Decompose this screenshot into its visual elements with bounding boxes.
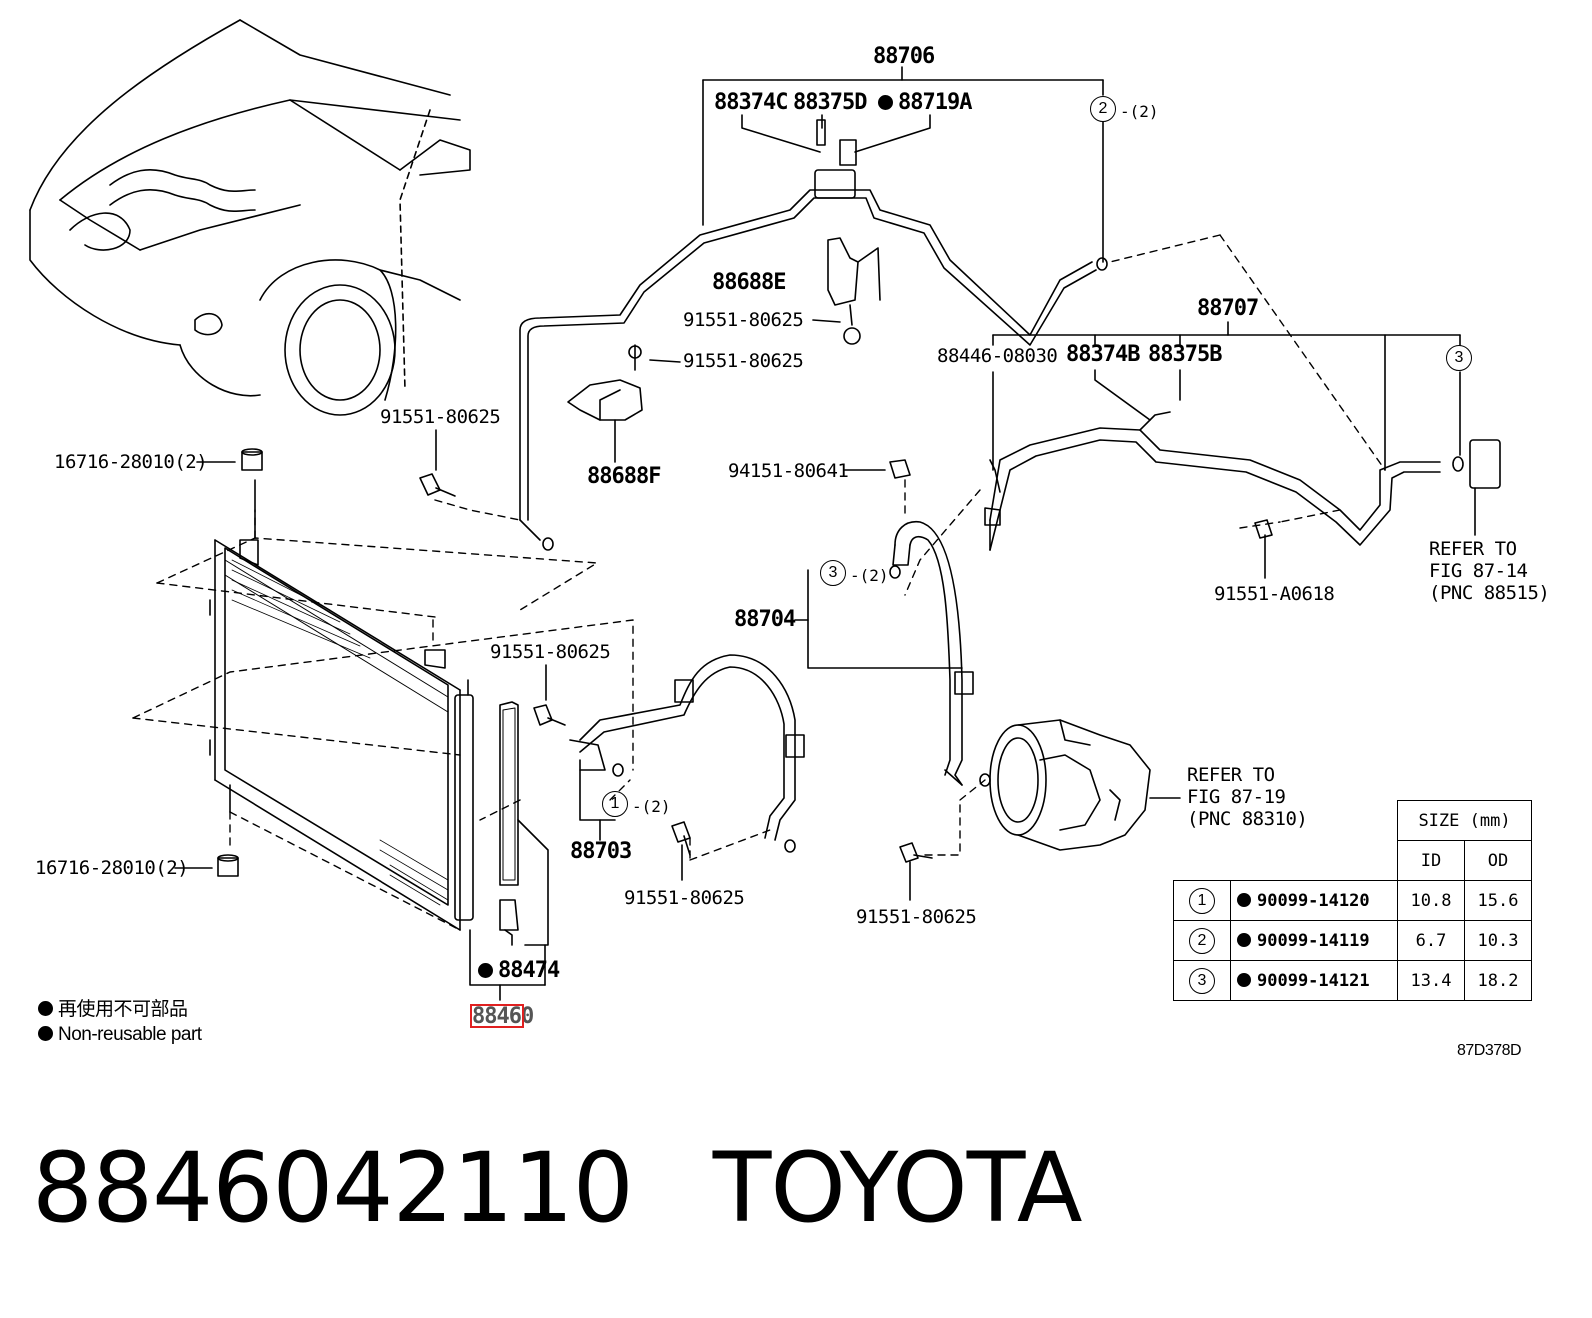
bracket-88688F-drawing [567,344,681,463]
label-88374B: 88374B [1066,342,1140,367]
row-od: 18.2 [1464,960,1532,1001]
receiver-drawing [499,701,549,946]
table-row: 2 90099-14119 6.7 10.3 [1173,920,1532,961]
label-bolt-80625-5: 91551-80625 [624,887,745,909]
label-88374C: 88374C [714,90,788,115]
label-88703: 88703 [570,839,632,864]
label-bolt-80625-6: 91551-80625 [856,906,977,928]
label-bolt-80625-4: 91551-80625 [490,641,611,663]
ref-fig-87-19-line3: (PNC 88310) [1187,808,1308,830]
non-reusable-dot-icon [1237,972,1251,987]
table-row: 3 90099-14121 13.4 18.2 [1173,960,1532,1001]
row-number: 3 [1189,967,1215,994]
qty-2-mid: -(2) [850,566,889,585]
bracket-88706 [702,66,1104,263]
row-part: 90099-14120 [1257,890,1370,911]
label-bushing-16716-bottom: 16716-28010(2) [35,857,189,879]
callout-circle-3-right: 3 [1446,345,1472,371]
label-94151-80641: 94151-80641 [728,460,849,482]
size-table-header: SIZE (mm) [1397,800,1532,841]
label-88460[interactable]: 88460 [472,1004,534,1029]
callout-circle-3-mid: 3 [820,560,846,586]
pipe-88706 [519,119,1108,551]
callout-circle-2-top: 2 [1090,96,1116,122]
non-reusable-dot-icon [878,95,893,110]
non-reusable-dot-icon [478,963,493,978]
qty-2-top: -(2) [1120,102,1159,121]
label-88474-text: 88474 [498,958,560,983]
hose-88703 [569,654,805,853]
legend-line-en: Non-reusable part [38,1025,202,1044]
qty-2-left: -(2) [632,797,671,816]
label-88719A: 88719A [878,90,972,115]
label-88688E: 88688E [712,270,786,295]
legend-text-en: Non-reusable part [58,1024,202,1045]
bracket-88707 [992,321,1461,471]
legend-dot-icon [38,1026,53,1041]
non-reusable-dot-icon [1237,892,1251,907]
callout-circle-1-left: 1 [602,791,628,817]
row-id: 10.8 [1397,880,1465,921]
legend-line-jp: 再使用不可部品 [38,1000,188,1019]
bushing-16716-bottom [174,854,239,877]
compressor-drawing [989,719,1181,851]
col-od: OD [1464,840,1532,881]
label-88704: 88704 [734,607,796,632]
row-number: 1 [1189,887,1215,914]
size-table-subheader-row: ID OD [1174,840,1532,881]
bushing-16716-top [196,448,263,471]
row-od: 15.6 [1464,880,1532,921]
size-table-header-row: SIZE (mm) [1174,800,1532,841]
brand-name: TOYOTA [712,1132,1083,1244]
part-number: 8846042110 [32,1132,634,1244]
ref-fig-87-19-line2: FIG 87-19 [1187,786,1286,808]
label-88375B: 88375B [1148,342,1222,367]
label-88719A-text: 88719A [898,90,972,115]
bolt-drawings [419,429,1273,901]
table-row: 1 90099-14120 10.8 15.6 [1173,880,1532,921]
label-88446-08030: 88446-08030 [937,345,1058,367]
vehicle-front-illustration [29,19,471,416]
ref-fig-87-14-line3: (PNC 88515) [1429,582,1550,604]
legend-dot-icon [38,1001,53,1016]
bracket-88688E-drawing [812,237,881,345]
ref-fig-87-14-line1: REFER TO [1429,538,1517,560]
row-od: 10.3 [1464,920,1532,961]
label-bolt-80625-2: 91551-80625 [683,350,804,372]
size-table: SIZE (mm) ID OD 1 90099-14120 10.8 15.6 … [1173,800,1532,1001]
label-88707: 88707 [1197,296,1259,321]
row-part: 90099-14119 [1257,930,1370,951]
condenser-drawing [209,479,546,1001]
pipe-88707 [984,411,1501,551]
hose-88704 [794,520,991,787]
label-bolt-80625-3: 91551-80625 [380,406,501,428]
row-id: 6.7 [1397,920,1465,961]
ref-fig-87-19-line1: REFER TO [1187,764,1275,786]
ref-fig-87-14-line2: FIG 87-14 [1429,560,1528,582]
label-88474: 88474 [478,958,560,983]
highlight-box [470,1004,524,1028]
label-bolt-A0618: 91551-A0618 [1214,583,1335,605]
legend-text-jp: 再使用不可部品 [58,999,188,1020]
phantom-lines [132,234,1386,931]
label-88706: 88706 [873,44,935,69]
label-88375D: 88375D [793,90,867,115]
row-number: 2 [1189,927,1215,954]
label-88688F: 88688F [587,464,661,489]
label-bolt-80625-1: 91551-80625 [683,309,804,331]
label-bushing-16716-top: 16716-28010(2) [54,451,208,473]
col-id: ID [1397,840,1465,881]
row-id: 13.4 [1397,960,1465,1001]
row-part: 90099-14121 [1257,970,1370,991]
figure-code: 87D378D [1457,1042,1522,1059]
non-reusable-dot-icon [1237,932,1251,947]
